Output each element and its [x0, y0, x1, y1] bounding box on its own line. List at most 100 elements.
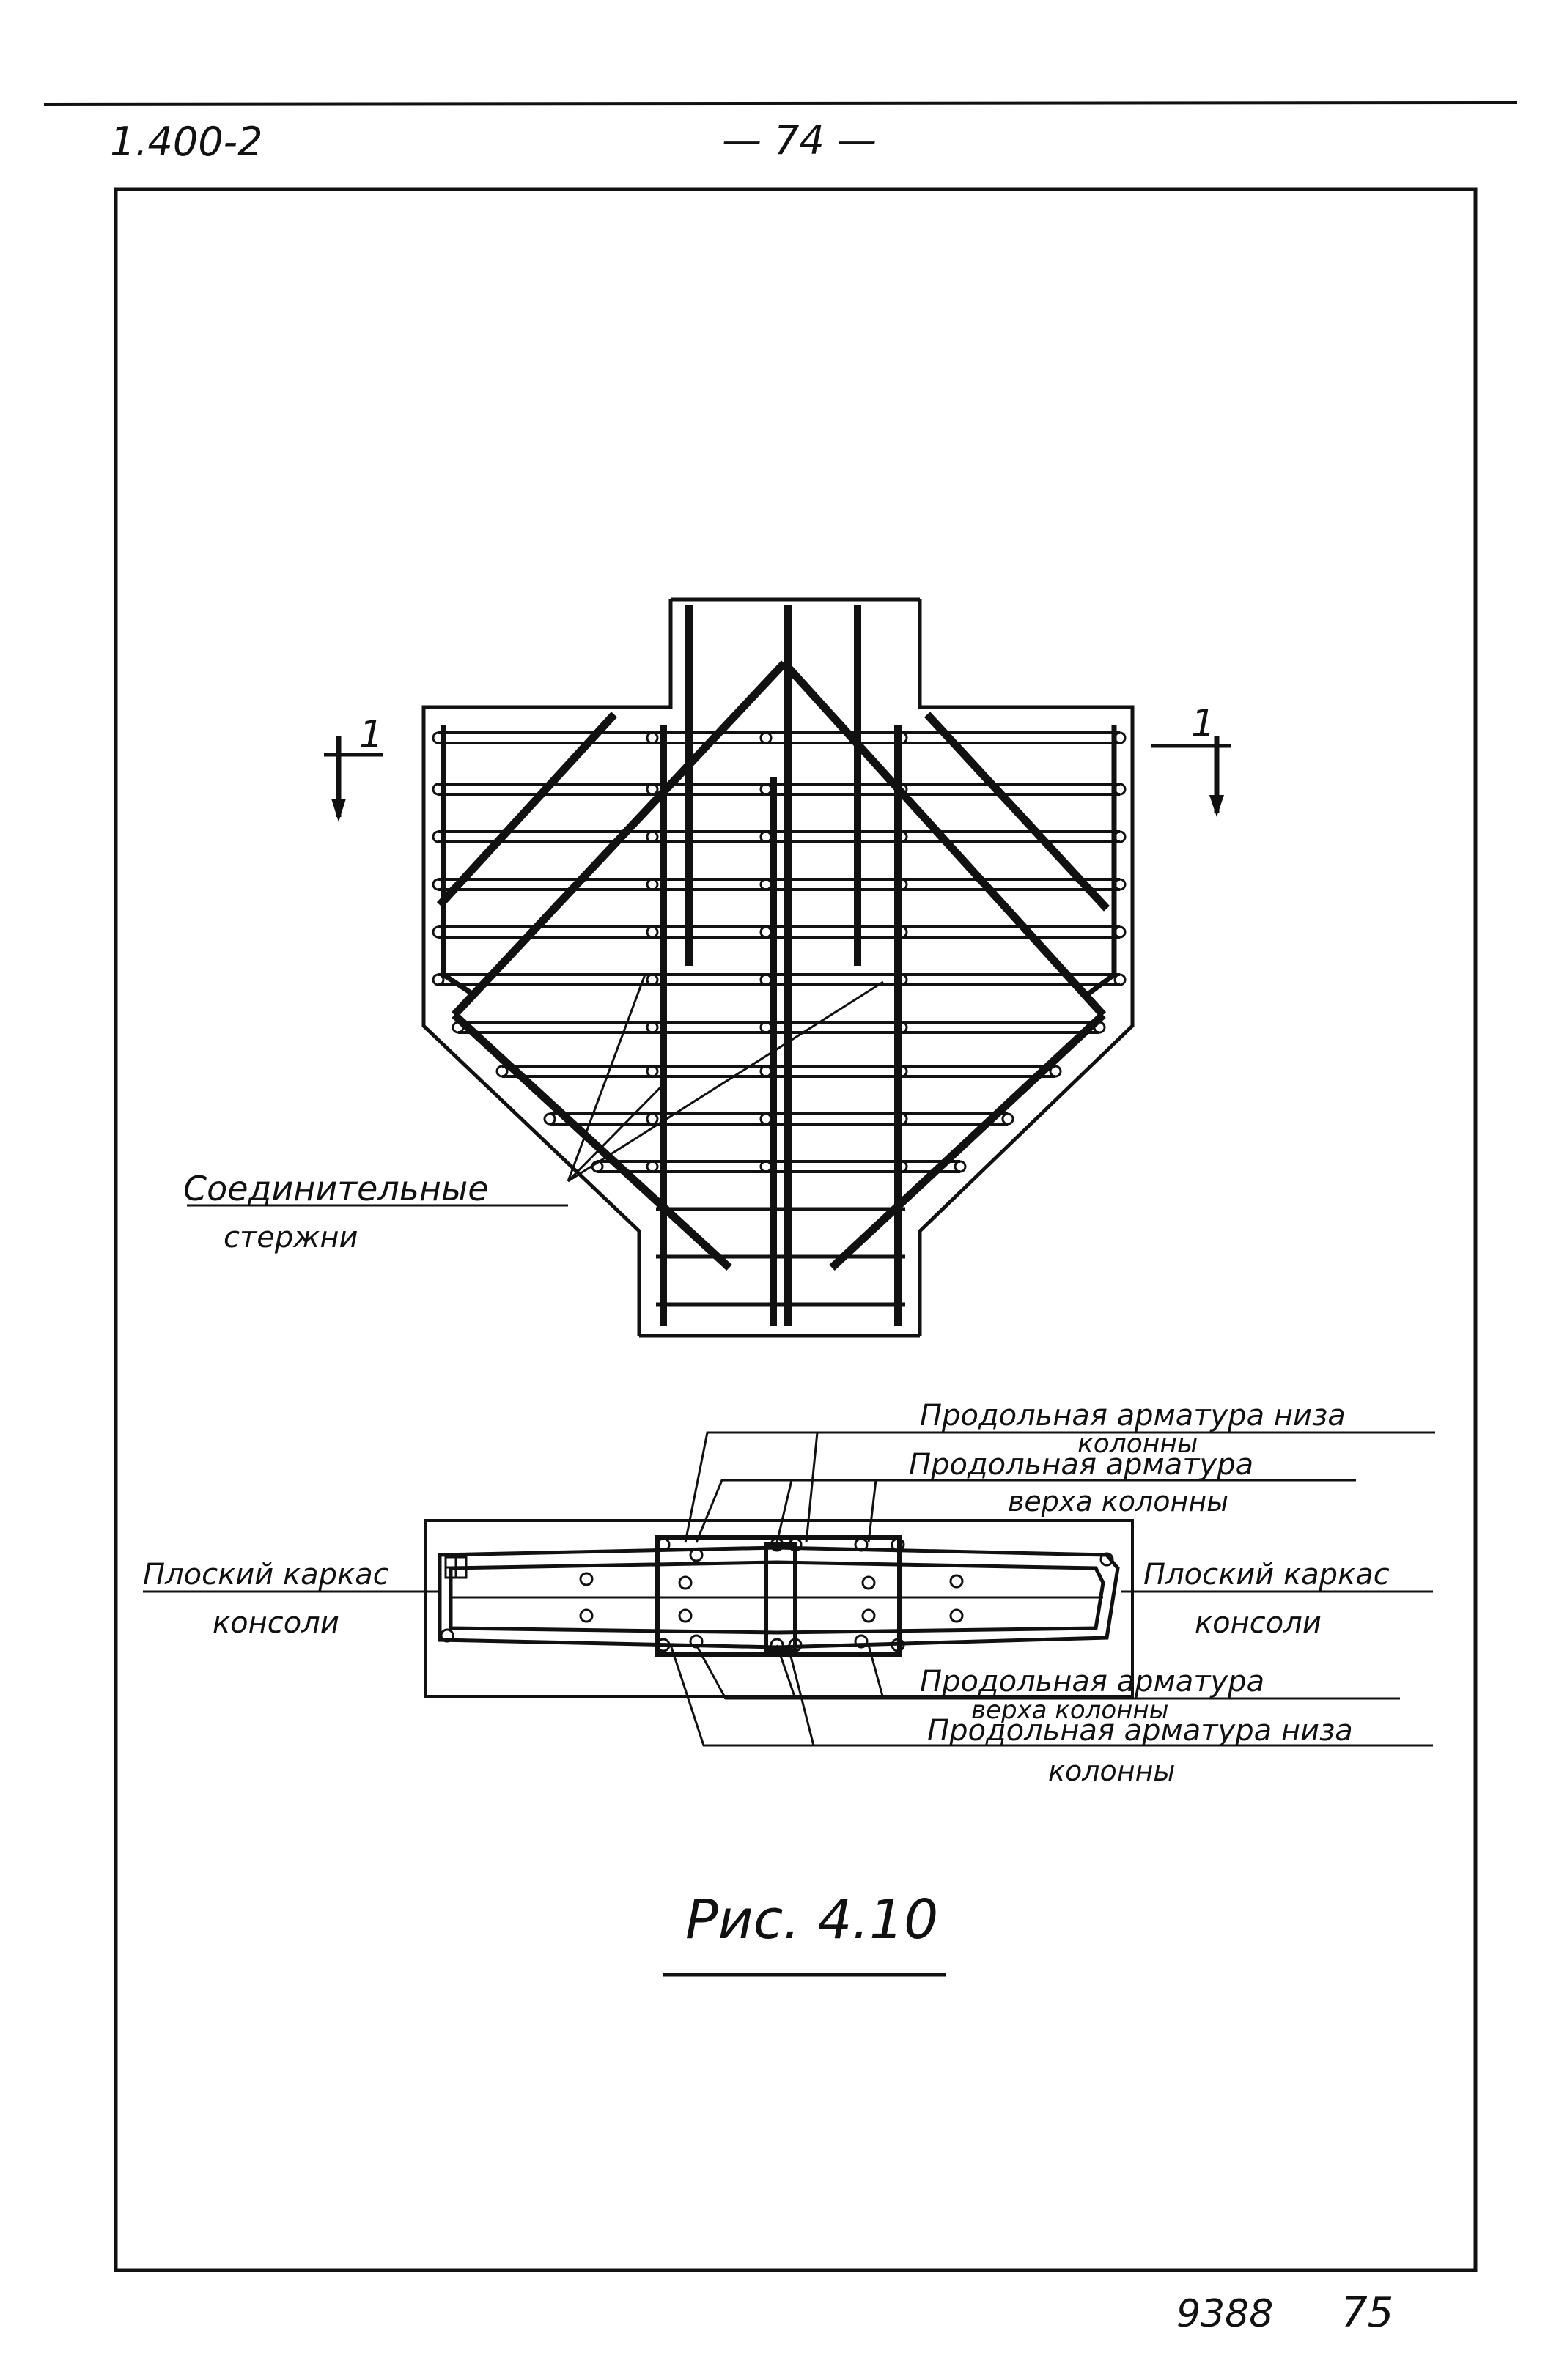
section-mark-left-label: 1	[359, 713, 383, 757]
bar-end	[759, 878, 773, 891]
bar-section-dot	[678, 1575, 693, 1590]
bar-section-dot	[788, 1638, 803, 1652]
header-rule	[43, 101, 1518, 106]
bar-end	[759, 1112, 773, 1126]
bar-end	[895, 1065, 908, 1078]
column-corbel-outline	[421, 597, 1135, 1338]
diagonal-bar	[451, 660, 788, 1018]
plan-callout-bottom-upper-1: Продольная арматура	[920, 1665, 1264, 1699]
bar-section-dot	[788, 1537, 803, 1552]
bar-section-dot	[891, 1638, 905, 1652]
bar-end	[759, 1021, 773, 1034]
bar-section-dot	[861, 1608, 876, 1623]
bar-section-dot	[861, 1575, 876, 1590]
bar-end	[543, 1112, 556, 1126]
page-number-top: — 74 —	[722, 117, 877, 163]
corbel-frame-verticals	[441, 725, 1117, 999]
bar-end	[895, 1021, 908, 1034]
bar-section-dot	[689, 1548, 704, 1562]
bar-section-dot	[854, 1537, 869, 1552]
plan-bar-sections	[440, 1537, 1114, 1652]
bar-end	[646, 1065, 659, 1078]
sheet-number: 9388	[1176, 2292, 1273, 2336]
doc-code: 1.400-2	[110, 119, 262, 165]
figure-caption: Рис. 4.10	[685, 1888, 938, 1951]
bar-end	[646, 830, 659, 843]
bar-end	[646, 1021, 659, 1034]
diagonal-bar	[436, 712, 618, 908]
section-mark-left: 1	[324, 713, 383, 822]
bar-section-dot	[678, 1608, 693, 1623]
bar-end	[646, 783, 659, 796]
diagonal-bar	[829, 1011, 1106, 1271]
bar-section-dot	[1099, 1552, 1114, 1567]
corbel-horizontal-bars	[432, 731, 1127, 1307]
bar-end	[895, 1160, 908, 1173]
plan-callout-bottom-lower-2: колонны	[1048, 1755, 1175, 1787]
bar-end	[1113, 973, 1127, 986]
footer-page-number: 75	[1341, 2289, 1393, 2337]
plan-callout-bottom-lower-1: Продольная арматура низа	[927, 1714, 1353, 1748]
diagonal-bar	[924, 712, 1110, 912]
plan-section-view: Продольная арматура низа колонны Продоль…	[143, 1399, 1435, 1787]
bar-section-dot	[949, 1574, 964, 1589]
frame-inner	[449, 1560, 1105, 1635]
bar-end	[646, 1112, 659, 1126]
bar-end	[895, 973, 908, 986]
bar-end	[759, 830, 773, 843]
bar-end	[646, 973, 659, 986]
plan-frame-left-1: Плоский каркас	[143, 1558, 389, 1592]
bar-end	[895, 925, 908, 939]
connecting-bars-label-2: стержни	[224, 1221, 358, 1254]
bar-end	[895, 731, 908, 744]
elevation-view: 1 1 Соединительные стержни	[183, 597, 1231, 1338]
bar-end	[646, 1160, 659, 1173]
bar-section-dot	[579, 1572, 594, 1586]
diagonal-bar	[452, 1011, 732, 1271]
plan-callout-bottom-upper-2: верха колонны	[971, 1696, 1168, 1725]
bar-end	[1049, 1065, 1062, 1078]
section-mark-right: 1	[1151, 702, 1231, 817]
frame-bar	[441, 725, 478, 999]
bar-end	[646, 878, 659, 891]
plan-leaders	[143, 1431, 1435, 1747]
bar-end	[495, 1065, 509, 1078]
diagonal-bar	[781, 660, 1107, 1018]
bar-end	[759, 783, 773, 796]
corbel-flat-frames	[438, 1545, 1120, 1649]
bar-end	[759, 1160, 773, 1173]
diagonal-connecting-bars	[436, 660, 1110, 1271]
bar-section-dot	[770, 1638, 784, 1652]
bar-end	[646, 731, 659, 744]
section-mark-right-label: 1	[1191, 702, 1215, 746]
plan-concrete-outline	[424, 1519, 1134, 1698]
connecting-bars-label-1: Соединительные	[183, 1169, 489, 1208]
plan-frame-right-2: консоли	[1195, 1606, 1322, 1640]
plan-callout-top-lower-1: Продольная арматура низа	[920, 1399, 1346, 1433]
sheet-frame	[114, 187, 1478, 2272]
bar-section-dot	[656, 1537, 671, 1552]
bar-end	[1001, 1112, 1014, 1126]
bar-end	[895, 830, 908, 843]
bar-section-dot	[949, 1608, 964, 1623]
bar-section-dot	[656, 1638, 671, 1652]
bar-section-dot	[854, 1634, 869, 1649]
bar-end	[646, 925, 659, 939]
frame-outer	[438, 1545, 1120, 1649]
bar-section-dot	[579, 1608, 594, 1623]
bar-section-dot	[891, 1537, 905, 1552]
plan-callout-top-upper-1: Продольная арматура	[909, 1448, 1253, 1482]
frame-bar	[1083, 725, 1117, 999]
plan-frame-left-2: консоли	[213, 1606, 339, 1640]
bar-end	[759, 973, 773, 986]
plan-frame-right-1: Плоский каркас	[1143, 1558, 1390, 1592]
bar-end	[895, 1112, 908, 1126]
bar-end	[759, 731, 773, 744]
bar-end	[759, 925, 773, 939]
bar-end	[759, 1065, 773, 1078]
column-longitudinal-bars	[660, 605, 902, 1326]
plan-callout-top-upper-2: верха колонны	[1008, 1485, 1228, 1518]
bar-end	[895, 878, 908, 891]
bar-end	[954, 1160, 967, 1173]
